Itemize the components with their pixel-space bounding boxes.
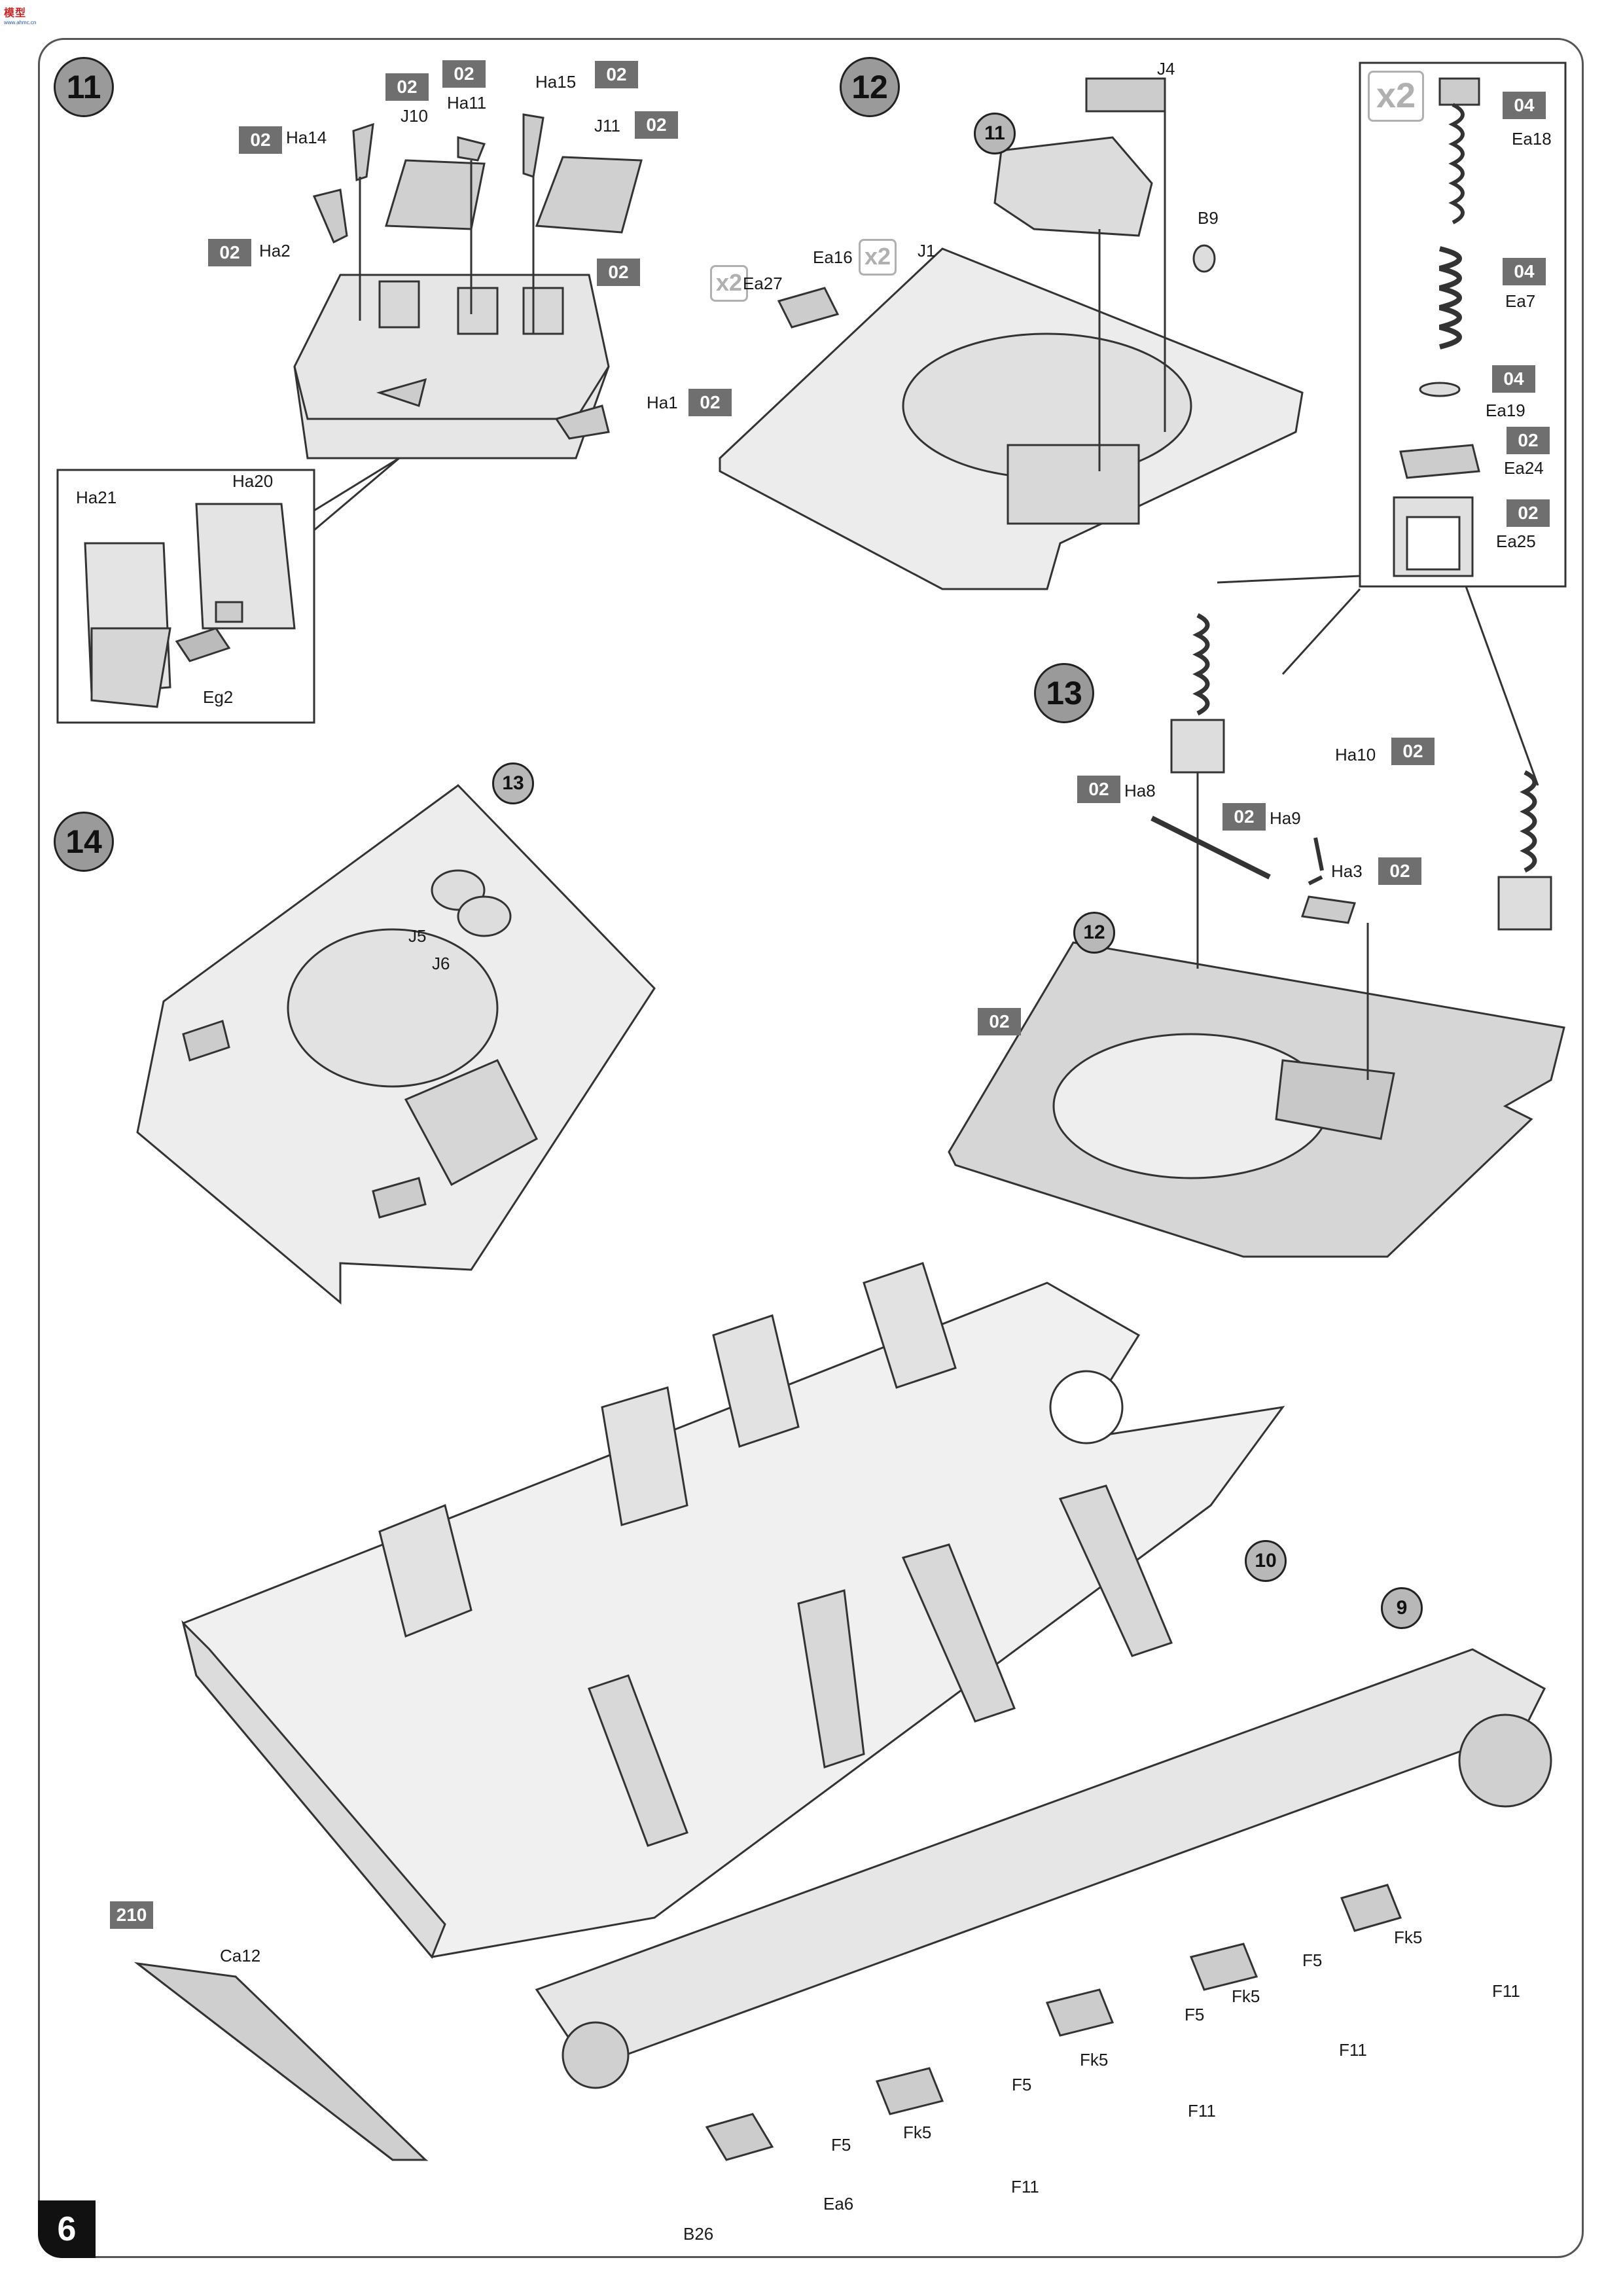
part-label: Fk5 (903, 2123, 932, 2142)
ref-12-marker: 12 (1073, 912, 1115, 954)
part-label: F5 (831, 2135, 851, 2155)
step-11-marker: 11 (54, 57, 114, 117)
sprue-tag: 02 (385, 73, 429, 101)
part-label: B26 (683, 2224, 714, 2244)
part-label: Fk5 (1394, 1928, 1423, 1947)
multiplier-x2-badge: x2 (710, 265, 749, 302)
part-label: Ea24 (1504, 458, 1544, 478)
sprue-tag: 02 (1378, 857, 1421, 885)
sprue-tag: 02 (978, 1008, 1021, 1035)
sprue-tag: 02 (1077, 776, 1120, 803)
sprue-tag: 02 (688, 389, 732, 416)
logo-url: www.ahmc.cn (4, 20, 37, 26)
part-label: J11 (594, 116, 620, 135)
spring-assembly-drawing (1393, 77, 1480, 577)
step-12-marker: 12 (840, 57, 900, 117)
sprue-tag: 02 (239, 126, 282, 154)
sprue-tag: 04 (1492, 365, 1535, 393)
sprue-tag: 02 (595, 61, 638, 88)
part-label: Ha14 (286, 128, 327, 147)
part-label: F5 (1012, 2075, 1032, 2094)
ref-11-marker: 11 (974, 113, 1016, 154)
part-label: F11 (1011, 2177, 1039, 2197)
step12-plate-drawing (719, 77, 1304, 590)
part-label: Ha10 (1335, 745, 1376, 764)
step-14-marker: 14 (54, 812, 114, 872)
sprue-tag: 02 (442, 60, 486, 88)
part-label: Ha21 (76, 488, 117, 507)
sprue-tag: 04 (1503, 258, 1546, 285)
sprue-tag: 02 (1222, 803, 1266, 831)
part-label: Ea6 (823, 2194, 854, 2214)
part-label: Ha11 (447, 93, 487, 113)
page-number: 6 (38, 2200, 96, 2258)
part-label: Ea19 (1486, 401, 1525, 420)
part-label: Ha8 (1124, 781, 1156, 800)
part-label: Ha15 (535, 72, 577, 92)
step11-hatch-drawing (293, 113, 643, 459)
sprue-tag: 02 (635, 111, 678, 139)
part-label: J10 (401, 106, 428, 126)
part-label: J6 (432, 954, 450, 973)
part-label: Eg2 (203, 687, 234, 707)
sprue-tag: 02 (1507, 427, 1550, 454)
part-label: Ha1 (647, 393, 678, 412)
part-label: F11 (1339, 2040, 1367, 2060)
sprue-tag: 210 (110, 1901, 153, 1929)
step-13-marker: 13 (1034, 663, 1094, 723)
part-label: Ea7 (1505, 291, 1536, 311)
part-label: J5 (408, 926, 427, 946)
publisher-logo: 模型 www.ahmc.cn (4, 4, 43, 26)
ref-13-marker: 13 (492, 762, 534, 804)
sprue-tag: 02 (597, 259, 640, 286)
sprue-tag: 02 (1391, 738, 1435, 765)
part-label: Ha3 (1331, 861, 1363, 881)
ref-9-marker: 9 (1381, 1587, 1423, 1629)
step14-inset-plate (136, 784, 656, 1305)
logo-text: 模型 (4, 8, 27, 19)
part-label: Ea27 (743, 274, 783, 293)
part-label: Ha2 (259, 241, 291, 260)
part-label: B9 (1198, 208, 1219, 228)
part-label: F11 (1492, 1981, 1520, 2001)
sprue-tag: 04 (1503, 92, 1546, 119)
part-label: Ea16 (813, 247, 853, 267)
part-label: Ca12 (220, 1946, 261, 1965)
sprue-tag: 02 (208, 239, 251, 266)
ref-10-marker: 10 (1245, 1540, 1287, 1582)
part-label: Fk5 (1232, 1986, 1260, 2006)
part-label: Fk5 (1080, 2050, 1109, 2070)
part-label: F5 (1185, 2005, 1205, 2024)
multiplier-x2-badge: x2 (1368, 71, 1425, 122)
part-label: F11 (1188, 2101, 1216, 2121)
multiplier-x2-badge: x2 (859, 239, 897, 276)
detail-hatch-lock (84, 503, 296, 708)
part-label: Ha20 (232, 471, 274, 491)
part-label: Ha9 (1270, 808, 1301, 828)
part-label: J1 (918, 241, 936, 260)
part-label: F5 (1302, 1950, 1323, 1970)
sprue-tag: 02 (1507, 499, 1550, 527)
part-label: J4 (1157, 59, 1175, 79)
hull-drawing (134, 1262, 1552, 2161)
part-label: Ea18 (1512, 129, 1552, 149)
step13-plate-drawing (948, 613, 1565, 1258)
part-label: Ea25 (1496, 531, 1536, 551)
page-frame (38, 38, 1584, 2258)
